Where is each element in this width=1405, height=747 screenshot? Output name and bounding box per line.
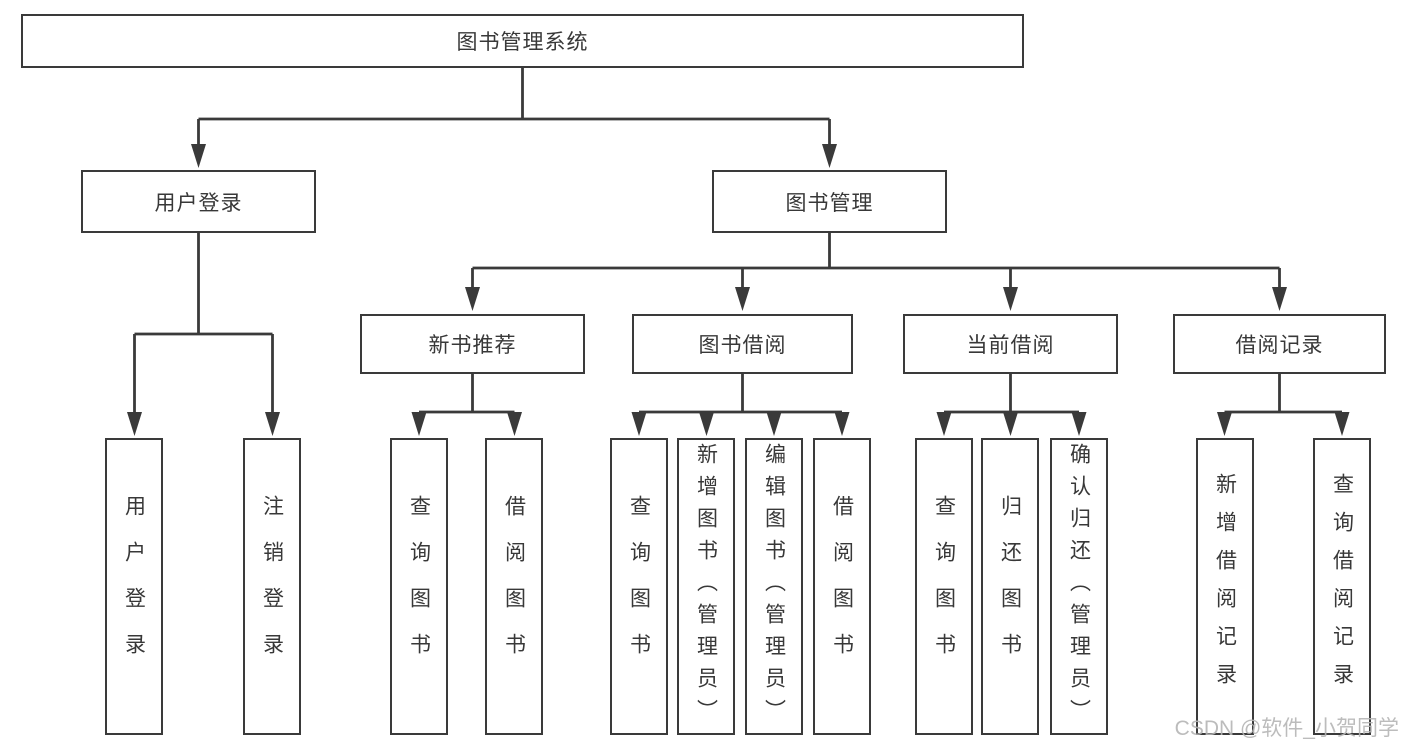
- node-book-borrow: 图书借阅: [632, 314, 853, 374]
- leaf-query-books-1: 查询图书: [390, 438, 448, 735]
- node-current-borrow: 当前借阅: [903, 314, 1118, 374]
- leaf-confirm-return-admin: 确认归还（管理员）: [1050, 438, 1108, 735]
- node-label: 用户登录: [122, 494, 146, 679]
- node-label: 借阅图书: [502, 494, 526, 679]
- leaf-edit-books-admin: 编辑图书（管理员）: [745, 438, 803, 735]
- node-label: 注销登录: [260, 494, 284, 679]
- node-label: 查询借阅记录: [1330, 472, 1354, 701]
- arrowhead: [699, 412, 714, 436]
- leaf-user-login: 用户登录: [105, 438, 163, 735]
- node-library-management-system: 图书管理系统: [21, 14, 1024, 68]
- arrowhead: [1217, 412, 1232, 436]
- node-label: 新书推荐: [428, 334, 517, 357]
- arrowhead: [411, 412, 427, 436]
- node-label: 图书管理系统: [456, 31, 589, 54]
- node-user-login: 用户登录: [81, 170, 316, 233]
- arrowhead: [936, 412, 952, 436]
- arrowhead: [766, 412, 782, 436]
- leaf-borrow-books-1: 借阅图书: [485, 438, 543, 735]
- arrowhead: [127, 412, 142, 436]
- arrowhead: [1003, 412, 1018, 436]
- arrowhead: [822, 144, 837, 168]
- connector-records-to-leaves: [1217, 374, 1350, 436]
- arrowhead: [465, 287, 480, 311]
- node-label: 借阅图书: [830, 494, 854, 679]
- leaf-add-borrow-record: 新增借阅记录: [1196, 438, 1254, 735]
- node-label: 图书借阅: [698, 334, 787, 357]
- node-label: 编辑图书（管理员）: [762, 442, 786, 731]
- connector-newbooks-to-leaves: [411, 374, 522, 436]
- leaf-return-books: 归还图书: [981, 438, 1039, 735]
- node-label: 新增图书（管理员）: [694, 442, 718, 731]
- connector-bookmgmt-to-level2: [465, 233, 1287, 311]
- node-label: 用户登录: [154, 191, 243, 215]
- arrowhead: [735, 287, 750, 311]
- node-label: 查询图书: [627, 494, 651, 679]
- node-label: 归还图书: [998, 494, 1022, 679]
- node-label: 当前借阅: [966, 334, 1055, 357]
- leaf-borrow-books-2: 借阅图书: [813, 438, 871, 735]
- node-label: 新增借阅记录: [1213, 472, 1237, 701]
- node-new-book-recommend: 新书推荐: [360, 314, 585, 374]
- node-label: 查询图书: [932, 494, 956, 679]
- leaf-add-books-admin: 新增图书（管理员）: [677, 438, 735, 735]
- node-label: 图书管理: [785, 191, 874, 215]
- arrowhead: [1334, 412, 1350, 436]
- node-book-management: 图书管理: [712, 170, 947, 233]
- leaf-query-borrow-record: 查询借阅记录: [1313, 438, 1371, 735]
- connector-current-to-leaves: [936, 374, 1087, 436]
- leaf-logout: 注销登录: [243, 438, 301, 735]
- arrowhead: [191, 144, 206, 168]
- csdn-watermark: CSDN @软件_小贺同学: [1174, 717, 1399, 740]
- connector-borrow-to-leaves: [631, 374, 850, 436]
- arrowhead: [507, 412, 522, 436]
- leaf-query-books-2: 查询图书: [610, 438, 668, 735]
- node-borrow-records: 借阅记录: [1173, 314, 1386, 374]
- arrowhead: [834, 412, 850, 436]
- arrowhead: [265, 412, 280, 436]
- leaf-query-books-3: 查询图书: [915, 438, 973, 735]
- arrowhead: [1071, 412, 1087, 436]
- arrowhead: [1272, 287, 1287, 311]
- node-label: 查询图书: [407, 494, 431, 679]
- connector-login-to-leaves: [127, 233, 280, 436]
- arrowhead: [631, 412, 647, 436]
- node-label: 借阅记录: [1235, 334, 1324, 357]
- connector-root-to-level1: [191, 68, 837, 168]
- node-label: 确认归还（管理员）: [1067, 442, 1091, 731]
- arrowhead: [1003, 287, 1018, 311]
